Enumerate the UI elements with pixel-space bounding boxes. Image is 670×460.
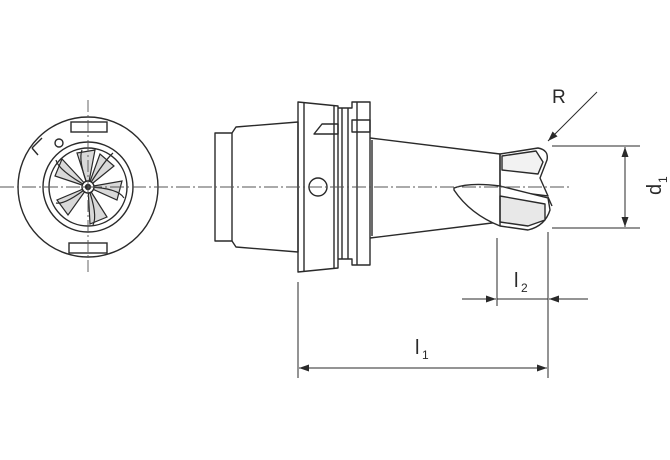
end-view-left-notch bbox=[31, 137, 43, 156]
dimensions bbox=[297, 91, 640, 378]
labels: R d 1 l 1 l 2 bbox=[415, 87, 670, 362]
d1-label-sub: 1 bbox=[656, 176, 670, 183]
cutter-edge-line bbox=[547, 196, 553, 207]
end-view-small-hole bbox=[54, 138, 64, 148]
l2-label-main: l bbox=[514, 270, 518, 292]
d1-label: d 1 bbox=[644, 176, 670, 195]
flange-slot bbox=[351, 119, 371, 133]
end-view bbox=[17, 116, 159, 258]
l2-label-sub: 2 bbox=[521, 281, 528, 295]
collar-body bbox=[297, 101, 339, 273]
l1-label-main: l bbox=[415, 337, 419, 359]
end-view-cutter-flutes bbox=[54, 149, 125, 226]
l2-label: l 2 bbox=[514, 270, 528, 295]
radius-label: R bbox=[552, 87, 566, 108]
l1-label-sub: 1 bbox=[422, 348, 429, 362]
d1-label-main: d bbox=[644, 184, 666, 195]
tool-neck bbox=[369, 137, 501, 239]
cutter-head-insert-top bbox=[501, 150, 544, 175]
end-view-top-slot bbox=[70, 121, 108, 133]
collar-notch bbox=[313, 123, 339, 135]
r-leader-line bbox=[547, 91, 598, 142]
flange-body bbox=[338, 101, 371, 266]
l1-label: l 1 bbox=[415, 337, 429, 362]
